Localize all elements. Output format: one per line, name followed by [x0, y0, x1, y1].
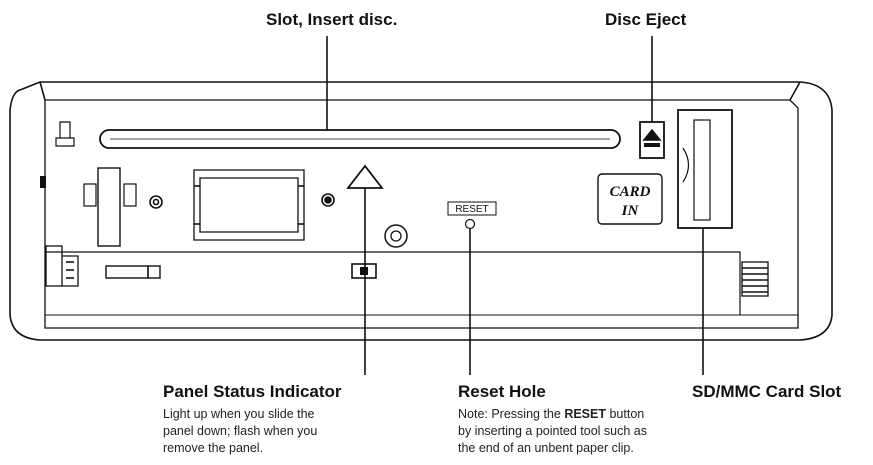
knob: [384, 224, 408, 248]
slot-title: Slot, Insert disc.: [266, 10, 398, 29]
card-in-label-box: [597, 173, 663, 225]
panel-status-led: [351, 263, 377, 279]
status-desc-line: Light up when you slide the: [163, 407, 315, 421]
reset-desc-line: Note: Pressing the RESET button: [458, 406, 647, 423]
connector-pins: [741, 261, 769, 297]
eject-icon: [642, 128, 662, 141]
reset-hole: [464, 218, 476, 230]
triangle-indicator-icon: [346, 164, 384, 189]
status-desc-line: remove the panel.: [163, 441, 264, 455]
lower-rail: [45, 251, 741, 315]
reset-label: RESET: [455, 204, 488, 215]
reset-desc-bold: RESET: [564, 407, 606, 421]
status-title: Panel Status Indicator: [163, 382, 342, 401]
reset-desc-line: the end of an unbent paper clip.: [458, 441, 634, 455]
reset-title: Reset Hole: [458, 382, 546, 401]
faceplate-outer-frame: [9, 81, 833, 341]
release-latch: [97, 167, 121, 247]
card-title: SD/MMC Card Slot: [692, 382, 842, 401]
disc-slot: [99, 129, 621, 149]
display-window: [193, 169, 305, 241]
reset-description: Note: Pressing the RESET button by inser…: [458, 406, 647, 457]
card-label-line1: CARD: [610, 184, 651, 200]
eject-title: Disc Eject: [605, 10, 687, 29]
reset-label-box: [447, 201, 497, 216]
card-label-line2: IN: [621, 203, 640, 219]
reset-desc-line: by inserting a pointed tool such as: [458, 424, 648, 438]
card-slot-housing: [677, 109, 733, 229]
reset-desc-prefix: Note: Pressing the: [458, 407, 565, 421]
faceplate-inner-frame: [44, 99, 799, 329]
status-desc-line: panel down; flash when you: [163, 424, 318, 438]
reset-desc-suffix: button: [606, 407, 645, 421]
status-description: Light up when you slide the panel down; …: [163, 406, 317, 457]
